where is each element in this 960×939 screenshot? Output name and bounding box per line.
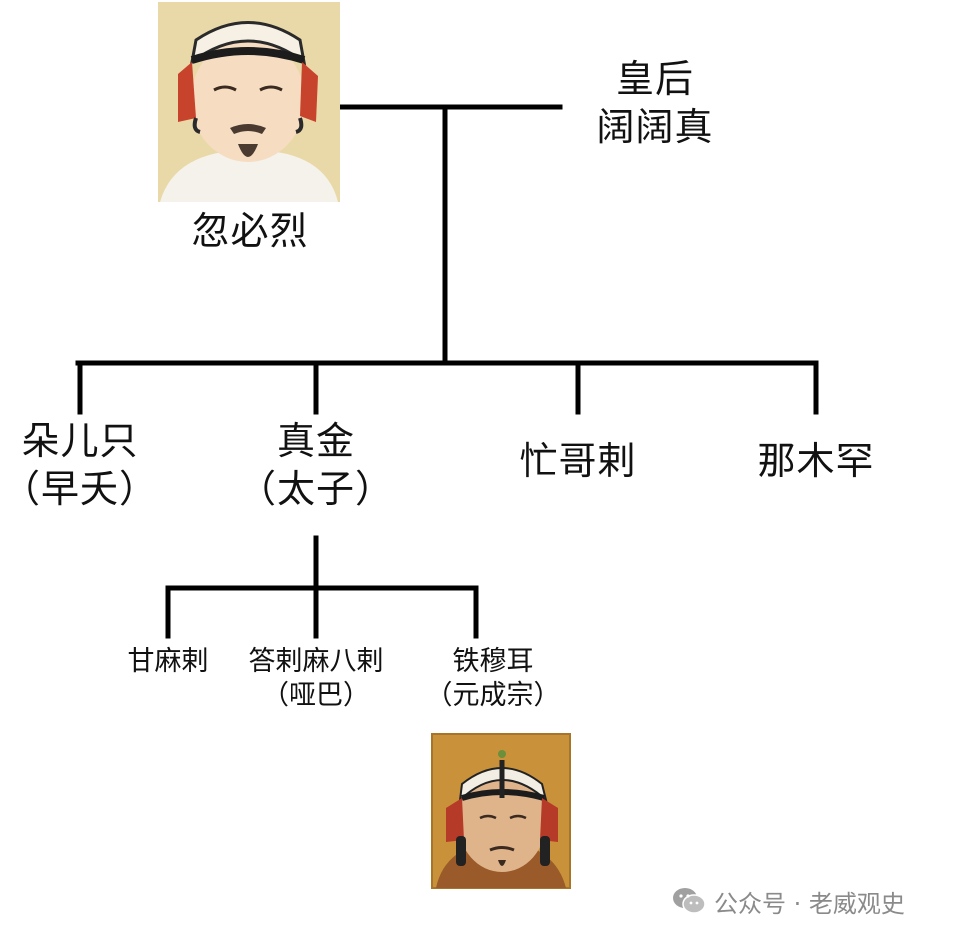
gc1-name: 甘麻剌 [127, 646, 209, 677]
node-child4: 那木罕 [736, 438, 896, 486]
gc3-name: 铁穆耳 [452, 646, 534, 677]
child4-name: 那木罕 [757, 439, 875, 483]
gc3-note: （元成宗） [425, 679, 561, 711]
gc2-note: （哑巴） [262, 679, 370, 711]
child2-note: （太子） [237, 466, 394, 511]
temur-portrait-icon [431, 733, 571, 889]
node-child3: 忙哥剌 [498, 438, 658, 486]
wechat-icon [673, 888, 706, 914]
node-gc1: 甘麻剌 [88, 645, 248, 679]
kublai-portrait-icon [158, 2, 340, 202]
child1-note: （早夭） [1, 466, 158, 511]
node-gc3: 铁穆耳 （元成宗） [408, 645, 578, 713]
node-empress: 皇后 阔阔真 [575, 56, 735, 151]
watermark-text: 公众号 · 老威观史 [714, 889, 905, 918]
kublai-name: 忽必烈 [191, 209, 309, 253]
child1-name: 朵儿只 [21, 419, 139, 463]
gc2-name: 答剌麻八剌 [248, 646, 384, 677]
node-kublai: 忽必烈 [160, 208, 340, 256]
node-child2: 真金 （太子） [236, 418, 396, 513]
node-child1: 朵儿只 （早夭） [0, 418, 160, 513]
child2-name: 真金 [276, 419, 355, 463]
empress-name: 阔阔真 [596, 104, 714, 149]
empress-title: 皇后 [615, 57, 694, 101]
watermark: 公众号 · 老威观史 [672, 883, 905, 919]
child3-name: 忙哥剌 [519, 439, 637, 483]
node-gc2: 答剌麻八剌 （哑巴） [226, 645, 406, 713]
